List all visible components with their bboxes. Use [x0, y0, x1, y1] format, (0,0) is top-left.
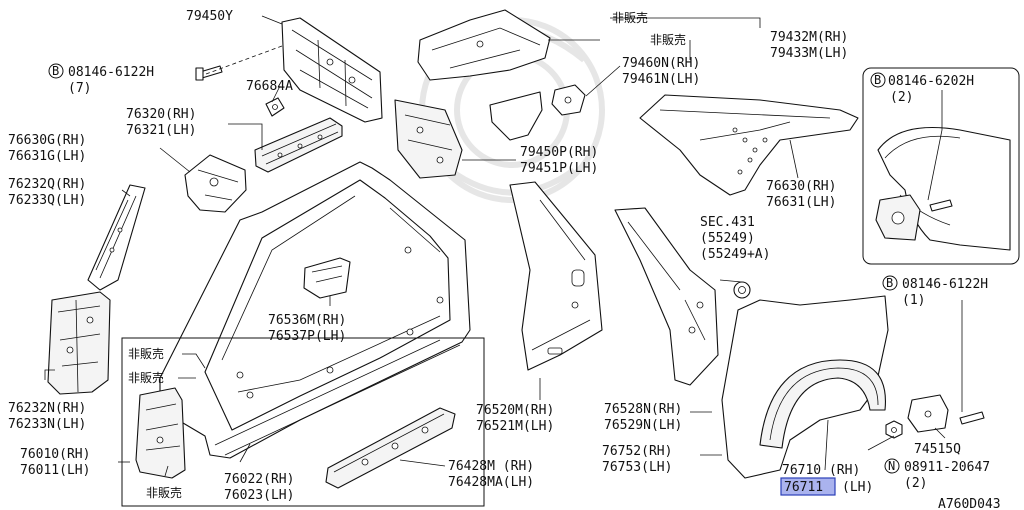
label-76320: 76320(RH) [126, 107, 196, 122]
label-76023: 76023(LH) [224, 488, 294, 503]
label-79460n: 79460N(RH) [622, 56, 700, 71]
part-76684a[interactable] [265, 97, 285, 117]
part-inset-wheel-arch[interactable] [875, 127, 1011, 251]
label-76010: 76010(RH) [20, 447, 90, 462]
label-76710: 76710 (RH) [782, 463, 860, 478]
label-76521m: 76521M(LH) [476, 419, 554, 434]
label-79450y: 79450Y [186, 9, 233, 24]
label-76631: 76631(LH) [766, 195, 836, 210]
bolt-08146-6122h-right[interactable] [959, 411, 985, 425]
label-79450p: 79450P(RH) [520, 145, 598, 160]
label-qty-7: (7) [68, 81, 91, 96]
part-76630g[interactable] [184, 154, 247, 213]
label-qty-2-nut: (2) [904, 476, 927, 491]
bolt-08146-6122h-top[interactable] [195, 65, 223, 81]
label-not-for-sale-2: 非販売 [128, 370, 164, 385]
label-76428ma: 76428MA(LH) [448, 475, 534, 490]
label-sec431: SEC.431 [700, 215, 755, 230]
part-76320[interactable] [254, 117, 343, 173]
label-76520m: 76520M(RH) [476, 403, 554, 418]
label-76233n: 76233N(LH) [8, 417, 86, 432]
label-76011: 76011(LH) [20, 463, 90, 478]
part-76022-body-side-outer[interactable] [159, 161, 471, 459]
svg-text:B: B [886, 276, 893, 290]
part-76428m[interactable] [325, 407, 456, 489]
part-curved-member[interactable] [489, 91, 543, 141]
label-79433m: 79433M(LH) [770, 46, 848, 61]
nut-08911-20647[interactable] [885, 420, 903, 439]
drawing-code: A760D043 [938, 497, 1001, 510]
part-76232q[interactable] [87, 184, 146, 291]
label-76022: 76022(RH) [224, 472, 294, 487]
label-76428m: 76428M (RH) [448, 459, 534, 474]
svg-text:B: B [874, 73, 881, 87]
grid-holes [732, 127, 768, 175]
svg-text:N: N [888, 459, 895, 473]
label-08911-20647: 08911-20647 [904, 460, 990, 475]
part-79450p[interactable] [394, 99, 463, 179]
bolt-marker-b-top: B [48, 63, 64, 79]
label-not-for-sale-top-a: 非販売 [612, 10, 648, 25]
part-74515q[interactable] [907, 394, 949, 433]
inset-box-lower-left [121, 337, 485, 507]
part-76010[interactable] [135, 387, 186, 479]
leader-lines [44, 15, 963, 477]
label-79451p: 79451P(LH) [520, 161, 598, 176]
bolt-marker-b-right: B [882, 275, 898, 291]
label-76631g: 76631G(LH) [8, 149, 86, 164]
label-76537p: 76537P(LH) [268, 329, 346, 344]
label-76528n: 76528N(RH) [604, 402, 682, 417]
label-76232q: 76232Q(RH) [8, 177, 86, 192]
svg-text:76711: 76711 [784, 480, 823, 495]
label-79432m: 79432M(RH) [770, 30, 848, 45]
inset-box-wheel-arch [862, 67, 1020, 265]
label-74515q: 74515Q [914, 442, 961, 457]
label-79461n: 79461N(LH) [622, 72, 700, 87]
label-76233q: 76233Q(LH) [8, 193, 86, 208]
label-qty-1: (1) [902, 293, 925, 308]
label-76753: 76753(LH) [602, 460, 672, 475]
label-not-for-sale-3: 非販売 [146, 485, 182, 500]
label-qty-2-inset: (2) [890, 90, 913, 105]
label-08146-6122h-top: 08146-6122H [68, 65, 154, 80]
label-76536m: 76536M(RH) [268, 313, 346, 328]
part-76232n[interactable] [47, 291, 111, 395]
label-76321: 76321(LH) [126, 123, 196, 138]
part-76536m[interactable] [303, 257, 351, 299]
part-76710-wheel-housing[interactable] [759, 359, 886, 449]
label-76684a: 76684A [246, 79, 293, 94]
part-76520m[interactable] [509, 181, 603, 371]
label-76529n: 76529N(LH) [604, 418, 682, 433]
part-79450y[interactable] [281, 17, 383, 123]
label-76752: 76752(RH) [602, 444, 672, 459]
label-08146-6202h: 08146-6202H [888, 74, 974, 89]
label-76711-side: (LH) [842, 480, 873, 495]
callout-labels: 79450Y B 08146-6122H (7) 76684A 76320(RH… [8, 9, 1001, 510]
label-55249a: (55249+A) [700, 247, 770, 262]
label-76232n: 76232N(RH) [8, 401, 86, 416]
nut-marker-n: N [884, 458, 900, 474]
label-not-for-sale-1: 非販売 [128, 346, 164, 361]
svg-text:B: B [52, 64, 59, 78]
part-79460n[interactable] [551, 84, 586, 116]
part-not-for-sale-top[interactable] [417, 9, 551, 81]
label-76630: 76630(RH) [766, 179, 836, 194]
label-76630g: 76630G(RH) [8, 133, 86, 148]
highlighted-part-76711[interactable]: 76711 [780, 477, 836, 496]
label-55249: (55249) [700, 231, 755, 246]
part-76528n[interactable] [614, 207, 719, 386]
label-not-for-sale-top-b: 非販売 [650, 32, 686, 47]
bolt-marker-b-inset: B [870, 72, 886, 88]
part-76630[interactable] [639, 94, 859, 196]
label-08146-6122h-right: 08146-6122H [902, 277, 988, 292]
part-sec431-clip[interactable] [733, 281, 751, 299]
